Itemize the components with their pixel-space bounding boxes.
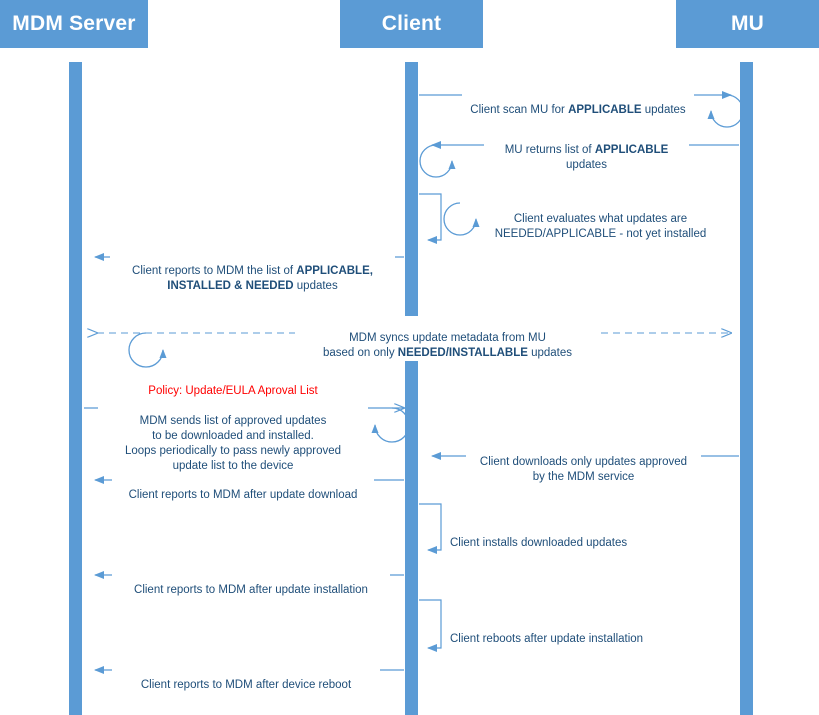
actor-box-client[interactable]: Client xyxy=(340,0,483,48)
message-line-m3 xyxy=(419,193,480,244)
message-line-m2 xyxy=(419,141,739,178)
message-text-m1: Client scan MU for APPLICABLE updates xyxy=(470,104,686,116)
message-text-m8: Client reports to MDM after update downl… xyxy=(128,489,358,501)
message-line-m1 xyxy=(419,91,744,128)
message-label-m1: Client scan MU for APPLICABLE updates xyxy=(462,88,694,118)
message-label-m10: Client reports to MDM after update insta… xyxy=(112,568,390,598)
message-label-m11: Client reboots after update installation xyxy=(450,617,690,647)
message-label-m9: Client installs downloaded updates xyxy=(450,521,670,551)
actor-label-client: Client xyxy=(381,12,442,35)
message-text-m11: Client reboots after update installation xyxy=(450,633,644,645)
message-label-m12: Client reports to MDM after device reboo… xyxy=(112,663,380,693)
message-label-m6: Policy: Update/EULA Aproval List MDM sen… xyxy=(98,369,368,474)
message-line-m9 xyxy=(419,503,442,554)
actor-label-mu: MU xyxy=(730,12,765,35)
actor-box-mdm-server[interactable]: MDM Server xyxy=(0,0,148,48)
lifeline-mdm-server xyxy=(69,62,82,715)
lifeline-mu xyxy=(740,62,753,715)
actor-label-mdm-server: MDM Server xyxy=(12,12,136,35)
actor-box-mu[interactable]: MU xyxy=(676,0,819,48)
message-policy-label-m6: Policy: Update/EULA Aproval List xyxy=(148,385,318,397)
message-label-m4: Client reports to MDM the list of APPLIC… xyxy=(110,249,395,294)
lifeline-client xyxy=(405,62,418,715)
message-line-m6 xyxy=(84,408,410,443)
message-text-m4: Client reports to MDM the list of APPLIC… xyxy=(132,265,373,292)
message-text-m10: Client reports to MDM after update insta… xyxy=(134,584,368,596)
message-line-m11 xyxy=(419,599,442,652)
message-text-m9: Client installs downloaded updates xyxy=(450,537,628,549)
message-label-m8: Client reports to MDM after update downl… xyxy=(112,473,374,503)
message-text-m12: Client reports to MDM after device reboo… xyxy=(140,679,352,691)
